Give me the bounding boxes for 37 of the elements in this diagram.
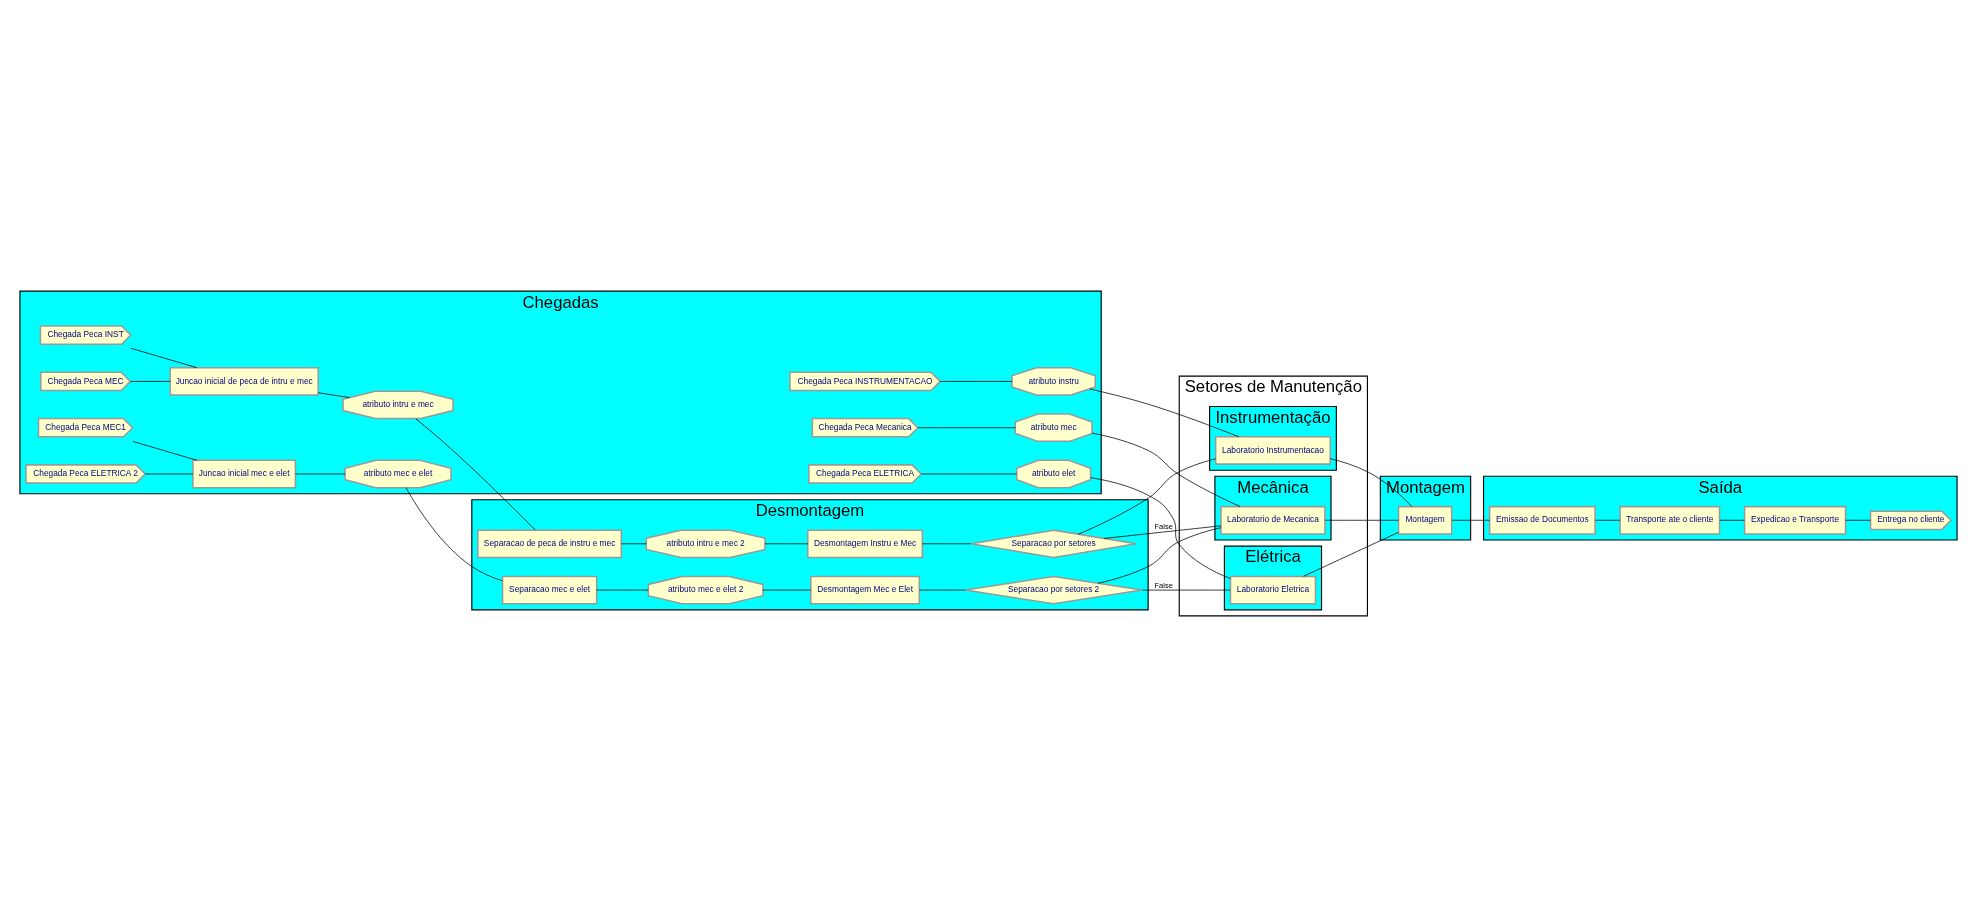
node-diamond: Separacao por setores [970,528,1137,558]
node-box: Laboratorio de Mecanica [1220,505,1326,535]
node-box: Expedicao e Transporte [1743,505,1847,535]
edge-label: False [1154,580,1173,590]
connector [1089,388,1240,437]
connector [939,380,1013,382]
connector [1595,519,1621,521]
node-box: Transporte ate o cliente [1619,505,1721,535]
node-box: Montagem [1397,505,1453,535]
connector [130,380,171,382]
connector [415,417,536,530]
node-box: Emissao de Documentos [1488,505,1596,535]
connector [317,391,350,398]
connector [1303,531,1399,577]
connector [1142,589,1231,590]
node-box: Separacao de peca de instru e mec [477,528,623,558]
connector [1097,526,1222,584]
connector [1324,519,1399,521]
node-box: Desmontagem Instru e Mec [807,528,924,558]
connector [1090,476,1231,579]
node-box: Desmontagem Mec e Elet [810,575,921,604]
connector [1103,524,1222,539]
node-box: Laboratorio Eletrica [1229,575,1317,604]
edge-label: False [1154,521,1173,531]
connector [917,426,1016,428]
connector [130,347,198,368]
connector [132,440,198,461]
node-box: Juncao inicial de peca de intru e mec [169,366,319,396]
node-box: Separacao mec e elet [501,575,598,604]
node-box: Laboratorio Instrumentacao [1214,435,1331,465]
connector [1091,432,1241,507]
node-diamond: Separacao por setores 2 [964,575,1143,604]
connector [1078,457,1216,535]
connector [1451,519,1490,521]
connector [1329,457,1413,507]
connector [405,486,503,581]
node-box: Juncao inicial mec e elet [192,459,297,488]
